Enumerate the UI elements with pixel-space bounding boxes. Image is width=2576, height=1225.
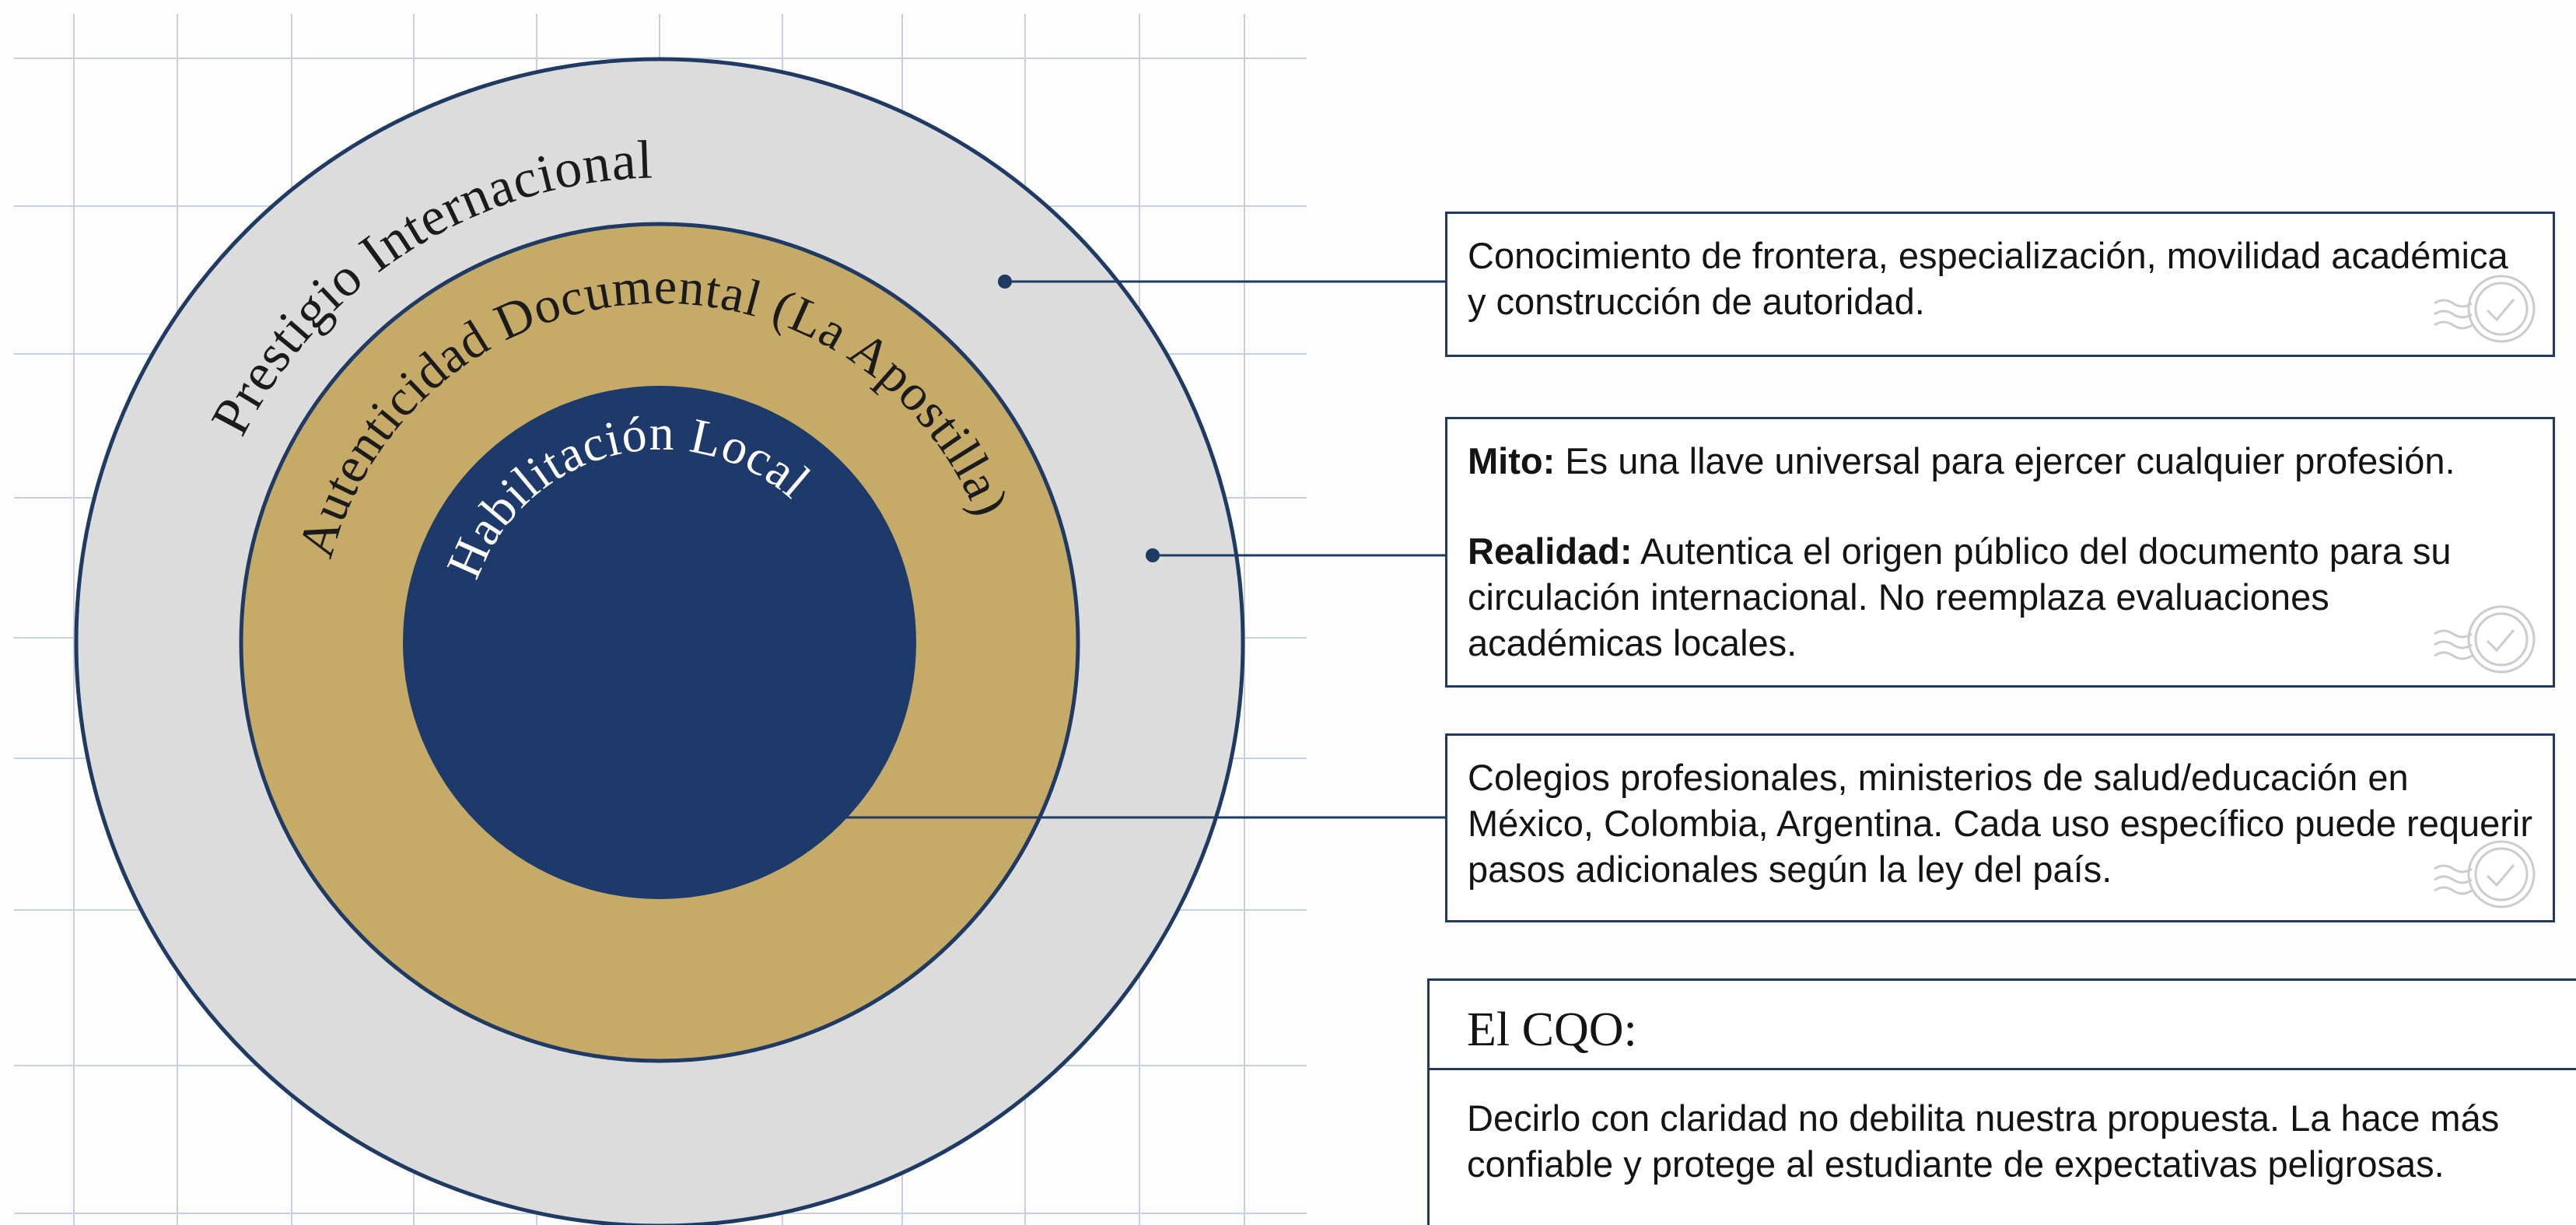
myth-text: Es una llave universal para ejercer cual… xyxy=(1555,440,2455,481)
cqo-title: El CQO: xyxy=(1430,981,2576,1070)
myth-label: Mito: xyxy=(1468,440,1556,481)
callout-apostilla: Mito: Es una llave universal para ejerce… xyxy=(1445,417,2555,688)
connector-1 xyxy=(998,275,1445,289)
cqo-text: Decirlo con claridad no debilita nuestra… xyxy=(1467,1097,2500,1185)
callout-habilitacion-text: Colegios profesionales, ministerios de s… xyxy=(1468,757,2532,890)
connector-2 xyxy=(1146,548,1445,562)
cqo-panel: El CQO: Decirlo con claridad no debilita… xyxy=(1427,978,2576,1225)
reality-paragraph: Realidad: Autentica el origen público de… xyxy=(1468,528,2532,666)
reality-label: Realidad: xyxy=(1468,530,1633,572)
callout-prestigio: Conocimiento de frontera, especializació… xyxy=(1445,212,2555,357)
reality-text: Autentica el origen público del document… xyxy=(1468,530,2452,663)
stamp-icon xyxy=(2434,605,2536,674)
stamp-icon xyxy=(2434,840,2536,908)
stamp-icon xyxy=(2434,275,2536,343)
callout-prestigio-text: Conocimiento de frontera, especializació… xyxy=(1468,235,2508,322)
myth-paragraph: Mito: Es una llave universal para ejerce… xyxy=(1468,438,2532,484)
inner-circle xyxy=(403,386,916,899)
callout-habilitacion: Colegios profesionales, ministerios de s… xyxy=(1445,733,2555,922)
